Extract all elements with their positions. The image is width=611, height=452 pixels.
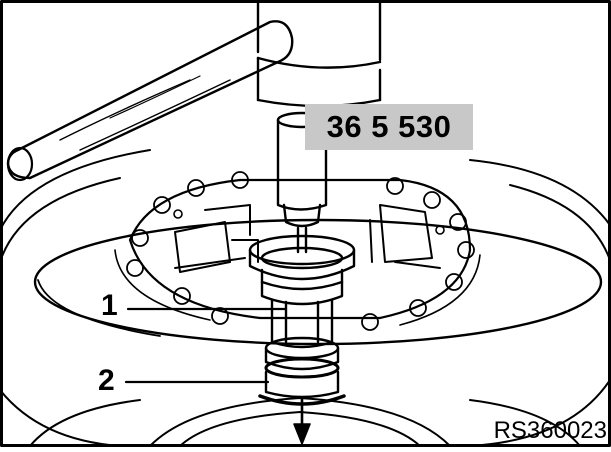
- arrow-down-icon: [293, 396, 311, 445]
- reference-code: RS360023: [493, 417, 607, 444]
- valve-assembly: [248, 234, 356, 406]
- valve-disc: [114, 171, 481, 331]
- base-plate-edge: [37, 279, 161, 337]
- callout-number-2: 2: [98, 364, 115, 397]
- base-rings: [0, 149, 611, 447]
- disc-ribs: [174, 204, 441, 273]
- hammer-handle: [6, 20, 294, 182]
- tool-number-label: 36 5 530: [326, 109, 452, 144]
- callout-number-1: 1: [101, 289, 118, 322]
- press-column: [256, 0, 382, 108]
- tool-label-box: [305, 104, 473, 150]
